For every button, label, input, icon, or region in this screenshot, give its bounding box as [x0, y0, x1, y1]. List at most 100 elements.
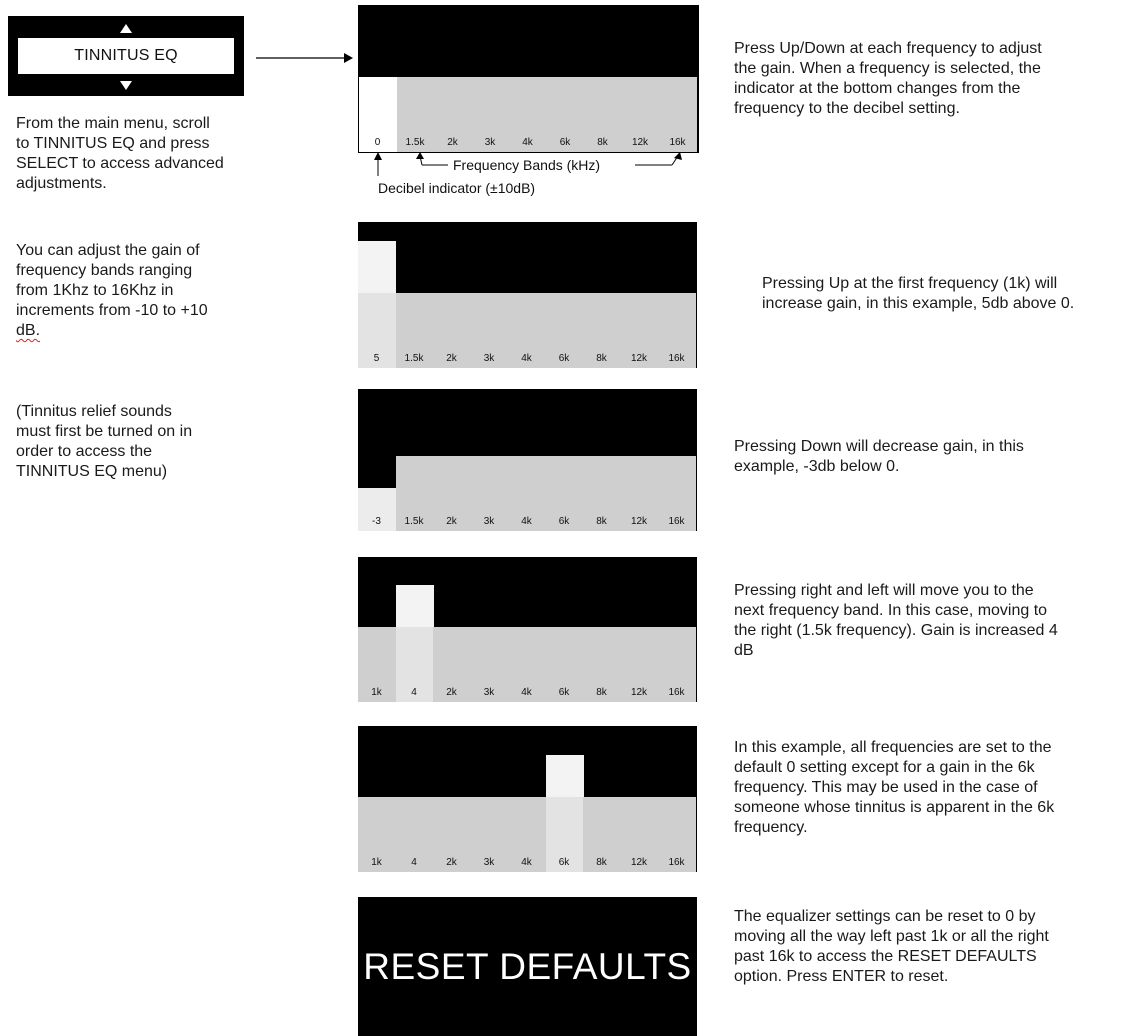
eq-band-label: 4: [411, 687, 417, 698]
eq-bar-8: [621, 77, 660, 152]
eq-panel-default: 0 1.5k 2k 3k 4k 6k 8k 12k 16k: [358, 5, 699, 153]
gain-range-unit: dB.: [16, 322, 41, 339]
eq-band-label: 2k: [446, 353, 457, 364]
description-press-up: Pressing Up at the first frequency (1k) …: [762, 275, 1075, 312]
eq-bar-7: [583, 797, 621, 872]
eq-band-label: 2k: [446, 857, 457, 868]
eq-band-label: 5: [373, 353, 380, 364]
eq-band-label: 12k: [630, 516, 648, 527]
eq-bar-4: [470, 627, 509, 702]
frequency-bands-annotation: Frequency Bands (kHz): [453, 157, 601, 173]
eq-bar-5: [508, 797, 546, 872]
eq-bar-7: [583, 293, 621, 368]
eq-bar-8: [620, 627, 659, 702]
eq-bar-1: [358, 627, 396, 702]
eq-band-label: 6k: [558, 687, 570, 698]
eq-band-label: 3k: [483, 687, 495, 698]
eq-bar-3: [433, 627, 471, 702]
eq-bar-9: [658, 627, 696, 702]
eq-bar-9: [658, 797, 696, 872]
eq-bar-1: [358, 487, 396, 531]
eq-bar-3: [434, 77, 472, 152]
eq-band-label: 12k: [630, 353, 648, 364]
eq-band-label: 6k: [558, 516, 570, 527]
eq-bar-2: [395, 293, 434, 368]
eq-band-label: 16k: [668, 687, 685, 698]
eq-bar-9: [659, 77, 697, 152]
eq-bar-4: [470, 456, 509, 531]
description-adjust-gain: Press Up/Down at each frequency to adjus…: [734, 40, 1042, 117]
eq-bar-2: [395, 797, 434, 872]
eq-bar-1: [359, 77, 397, 152]
eq-band-label: 2k: [446, 516, 457, 527]
eq-band-label: 1.5k: [405, 137, 425, 148]
eq-band-label: 3k: [484, 137, 496, 148]
up-arrow-icon: [120, 24, 132, 33]
description-reset: The equalizer settings can be reset to 0…: [734, 908, 1049, 985]
eq-band-label: -3: [372, 516, 381, 527]
eq-band-label: 1.5k: [404, 516, 424, 527]
up-arrow-icon: [374, 152, 382, 160]
eq-bar-8: [620, 797, 659, 872]
eq-bar-8: [620, 456, 659, 531]
reset-defaults-screen: RESET DEFAULTS: [358, 897, 697, 1036]
decibel-indicator-annotation: Decibel indicator (±10dB): [378, 180, 536, 196]
eq-bar-5: [508, 293, 546, 368]
eq-bar-1: [358, 797, 396, 872]
eq-bar-3: [433, 456, 471, 531]
eq-bar-2: [395, 456, 434, 531]
description-move-bands: Pressing right and left will move you to…: [734, 582, 1058, 659]
eq-band-label: 12k: [630, 687, 648, 698]
eq-band-label: 0: [374, 137, 381, 148]
eq-bar-3: [433, 797, 471, 872]
eq-bar-6: [545, 755, 584, 872]
eq-band-label: 4k: [521, 516, 532, 527]
eq-band-label: 8k: [596, 353, 607, 364]
eq-band-label: 3k: [483, 857, 495, 868]
eq-band-label: 12k: [630, 857, 648, 868]
eq-band-label: 4k: [521, 687, 532, 698]
eq-band-label: 16k: [669, 137, 686, 148]
eq-bar-7: [583, 627, 621, 702]
eq-bar-5: [508, 456, 546, 531]
eq-band-label: 2k: [446, 687, 457, 698]
eq-band-label: 4k: [522, 137, 533, 148]
eq-band-label: 16k: [668, 857, 685, 868]
eq-bar-4: [470, 293, 509, 368]
eq-band-label: 2k: [447, 137, 458, 148]
eq-band-label: 8k: [596, 857, 607, 868]
eq-bar-7: [584, 77, 622, 152]
eq-band-label: 8k: [597, 137, 608, 148]
eq-band-label: 8k: [596, 687, 607, 698]
eq-bar-8: [620, 293, 659, 368]
eq-band-label: 6k: [558, 353, 570, 364]
eq-bar-2: [395, 585, 434, 702]
gain-range-text: You can adjust the gain of frequency ban…: [16, 242, 208, 319]
eq-bar-2: [396, 77, 435, 152]
eq-bar-9: [658, 456, 696, 531]
eq-bar-3: [433, 293, 471, 368]
eq-bar-9: [658, 293, 696, 368]
description-press-down: Pressing Down will decrease gain, in thi…: [734, 438, 1024, 475]
eq-band-label: 3k: [483, 516, 495, 527]
tinnitus-eq-menu-box: TINNITUS EQ: [8, 16, 244, 96]
description-6k-example: In this example, all frequencies are set…: [734, 739, 1055, 836]
gain-range-paragraph: You can adjust the gain of frequency ban…: [16, 241, 276, 341]
eq-bar-5: [509, 77, 547, 152]
intro-paragraph: From the main menu, scroll to TINNITUS E…: [16, 115, 224, 192]
eq-band-label: 1.5k: [404, 353, 424, 364]
eq-band-label: 1k: [371, 687, 382, 698]
eq-band-label: 4: [411, 857, 417, 868]
eq-bar-6: [545, 627, 584, 702]
eq-band-label: 6k: [558, 857, 570, 868]
eq-bar-4: [471, 77, 510, 152]
eq-band-label: 12k: [631, 137, 649, 148]
eq-band-label: 4k: [521, 353, 532, 364]
down-arrow-icon: [120, 81, 132, 90]
eq-bar-4: [470, 797, 509, 872]
tinnitus-note-paragraph: (Tinnitus relief sounds must first be tu…: [16, 403, 193, 480]
eq-bar-5: [508, 627, 546, 702]
eq-band-label: 6k: [559, 137, 571, 148]
